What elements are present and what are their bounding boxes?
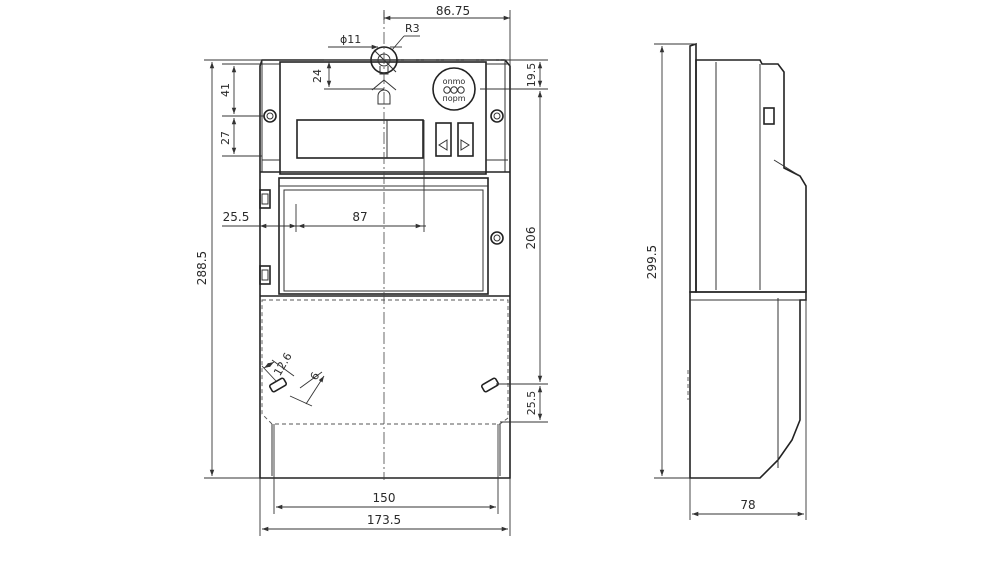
dim-right-top: 19.5	[525, 63, 538, 88]
side-view	[687, 42, 807, 479]
upper-cover	[279, 61, 487, 175]
dim-window-width: 87	[352, 210, 367, 224]
dim-bottom-total: 173.5	[367, 513, 401, 527]
dim-side-depth: 78	[740, 498, 755, 512]
display-window	[296, 119, 424, 159]
dim-top-width: 86.75	[436, 4, 470, 18]
dim-bottom-inner: 150	[373, 491, 396, 505]
brand-logo	[432, 67, 476, 111]
dim-mount-height: 206	[524, 227, 538, 250]
button-left	[435, 122, 452, 157]
side-dimensions: 299.5 78	[645, 43, 807, 520]
dim-radius: R3	[405, 22, 420, 35]
dim-left-offset: 25.5	[223, 210, 250, 224]
terminal-cover-hidden	[261, 299, 509, 425]
side-lower-body	[689, 291, 807, 479]
logo-line2: поpm	[443, 94, 466, 103]
front-dimensions: 86.75 R3 ϕ11 24 41 27 19.5 25.5 87	[195, 4, 548, 536]
dim-lower-right: 25.5	[525, 391, 538, 416]
dim-hole-diameter: ϕ11	[340, 33, 361, 46]
side-upper-body	[695, 59, 807, 293]
button-right	[457, 122, 474, 157]
dim-top-offset-b: 27	[219, 131, 232, 145]
front-view: оnmо поpm	[259, 12, 520, 480]
dim-hook-drop: 24	[311, 69, 324, 83]
middle-panel	[278, 177, 489, 295]
logo-line1: оnmо	[443, 77, 466, 86]
dim-side-height: 299.5	[645, 245, 659, 279]
dim-top-offset-a: 41	[219, 83, 232, 97]
dim-total-height: 288.5	[195, 251, 209, 285]
